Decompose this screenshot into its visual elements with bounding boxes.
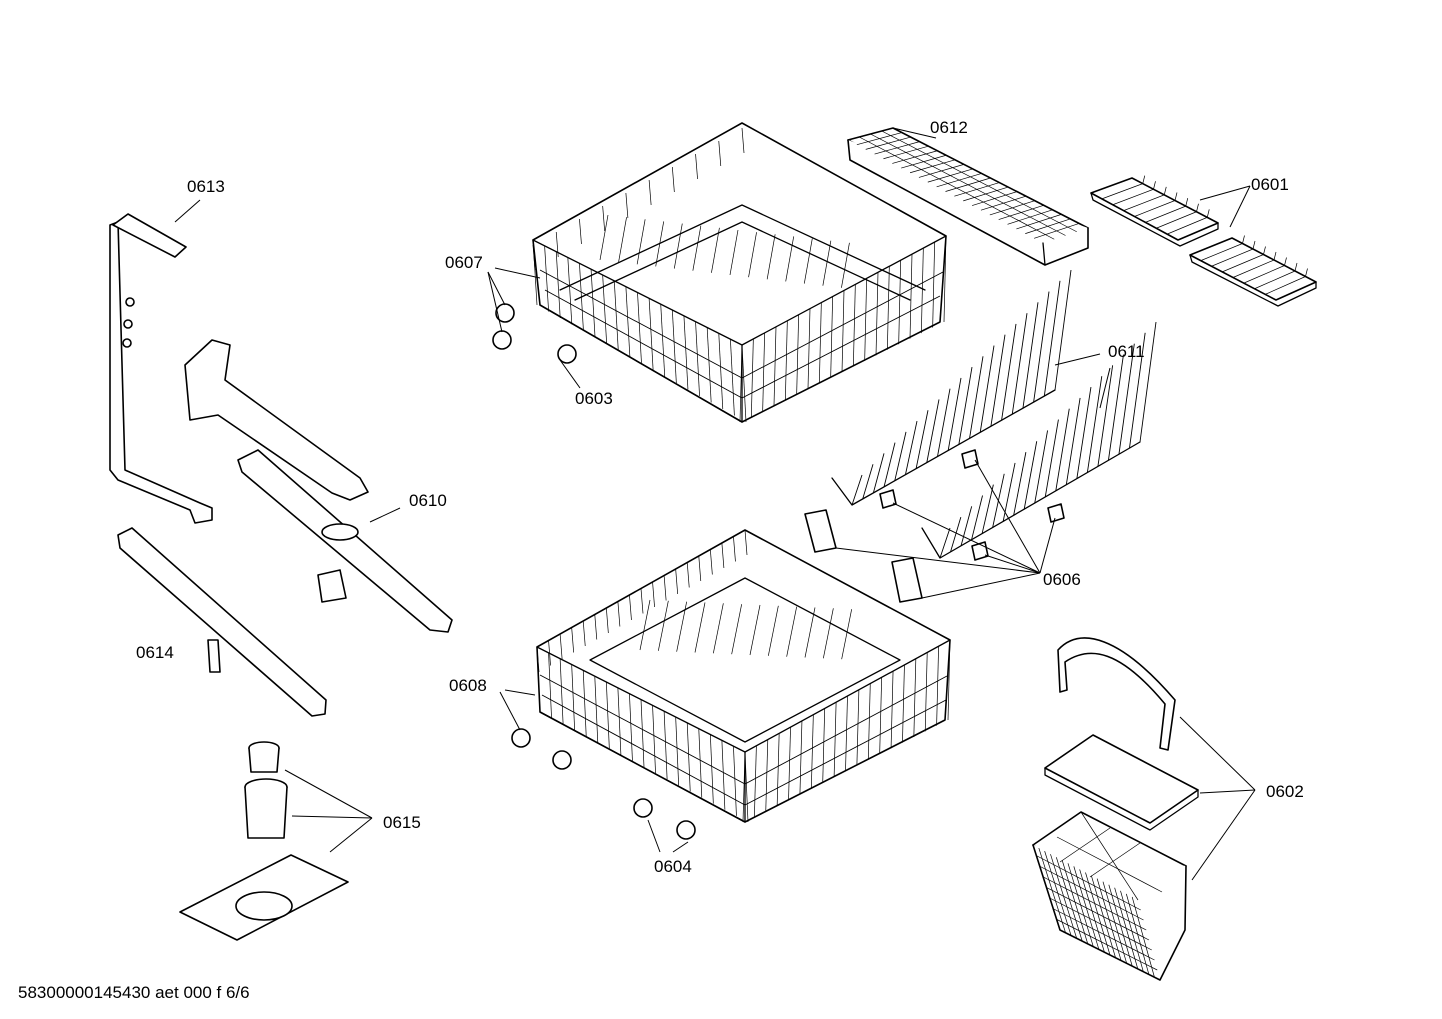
- part-labels: 0601 0602 0603 0604 0606 0607 0608 0610 …: [136, 118, 1304, 876]
- supply-tube-0613: [109, 213, 213, 524]
- filters-0615: [179, 741, 349, 941]
- cutlery-basket-0602: [1032, 637, 1199, 981]
- wheels: [492, 303, 696, 840]
- label-0604: 0604: [654, 857, 692, 876]
- label-0606: 0606: [1043, 570, 1081, 589]
- leader-lines: [174, 127, 1256, 881]
- label-0612: 0612: [930, 118, 968, 137]
- label-0615: 0615: [383, 813, 421, 832]
- spray-arm-0610: [184, 339, 453, 633]
- label-0614: 0614: [136, 643, 174, 662]
- clips-0606: [804, 449, 1065, 603]
- label-0603: 0603: [575, 389, 613, 408]
- cutlery-tray-0612: [847, 127, 1089, 266]
- label-0611: 0611: [1108, 342, 1145, 361]
- cup-racks-0601: [1090, 175, 1317, 307]
- lower-basket: [536, 529, 951, 823]
- upper-basket: [532, 122, 947, 423]
- tine-rows-0611: [831, 269, 1157, 559]
- label-0602: 0602: [1266, 782, 1304, 801]
- label-0608: 0608: [449, 676, 487, 695]
- spray-arm-0614: [117, 527, 327, 717]
- label-0610: 0610: [409, 491, 447, 510]
- label-0613: 0613: [187, 177, 225, 196]
- label-0601: 0601: [1251, 175, 1289, 194]
- document-code: 58300000145430 aet 000 f 6/6: [18, 983, 250, 1002]
- label-0607: 0607: [445, 253, 483, 272]
